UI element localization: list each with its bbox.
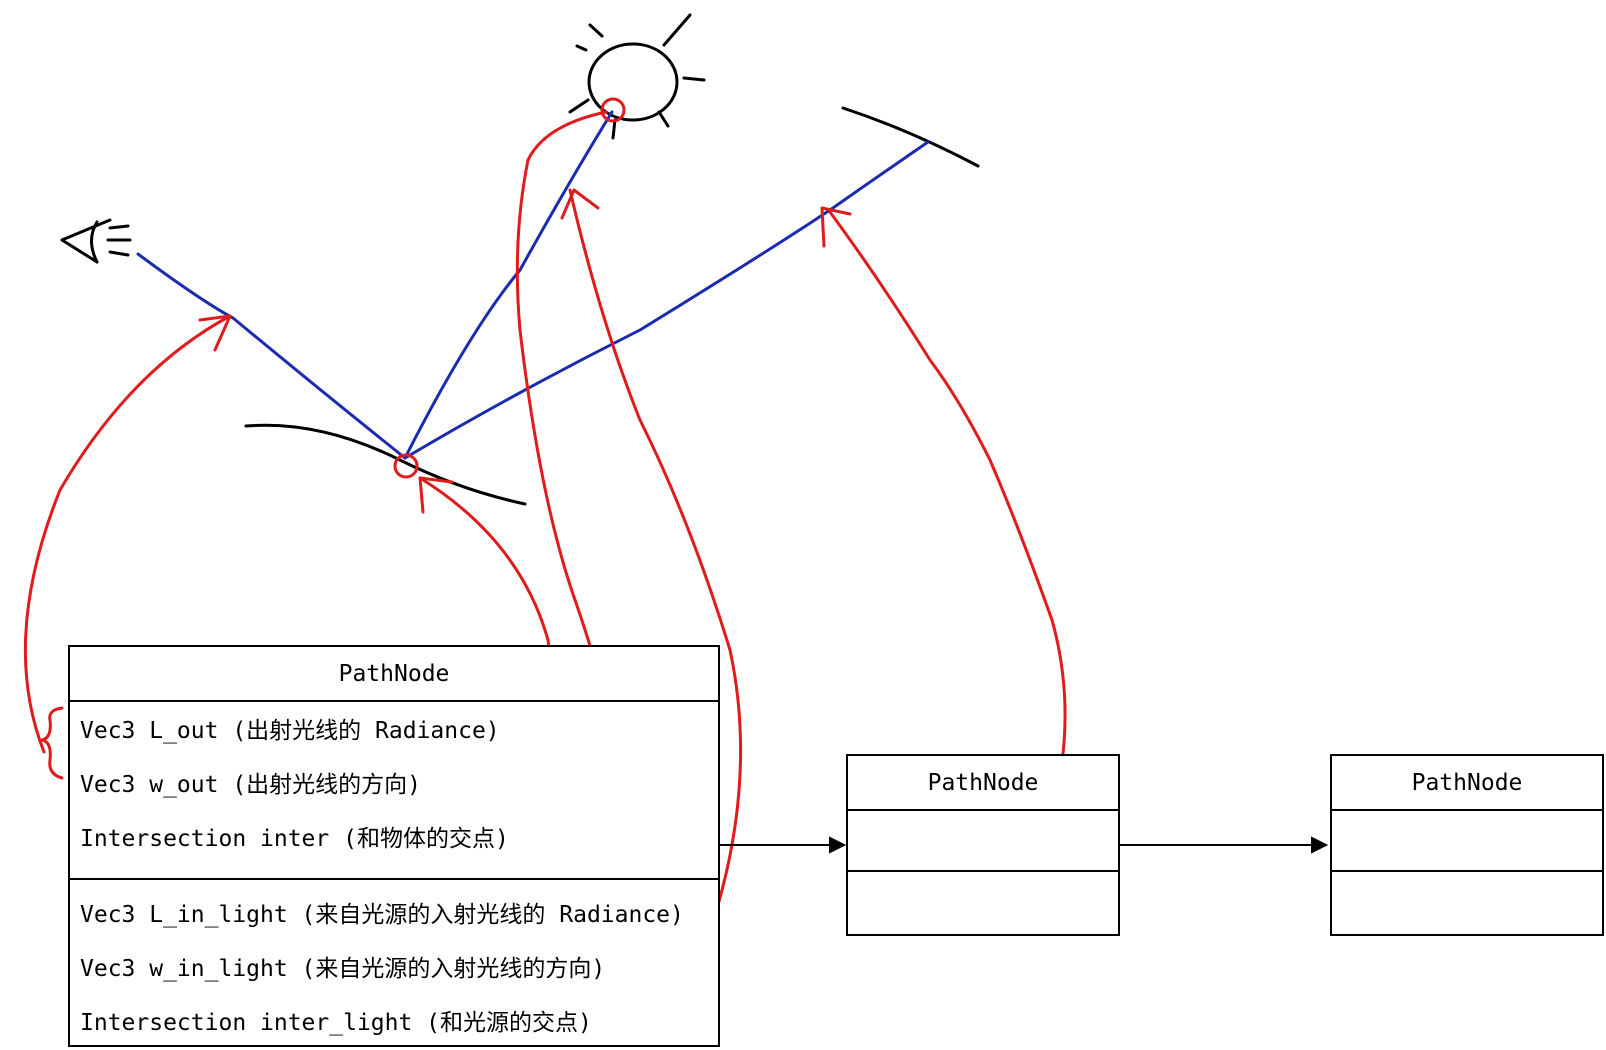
path-node-3: PathNode — [1330, 754, 1604, 936]
ray-to-sun — [403, 110, 614, 460]
brace-l-out — [40, 706, 64, 780]
light-fields: Vec3 L_in_light (来自光源的入射光线的 Radiance) Ve… — [70, 878, 718, 1050]
path-node-2-section-1 — [848, 811, 1118, 872]
node-links — [720, 836, 1329, 854]
eye-icon — [60, 218, 132, 264]
surface-right — [841, 106, 980, 168]
path-node-2-title: PathNode — [848, 756, 1118, 811]
path-node-main: PathNode Vec3 L_out (出射光线的 Radiance) Vec… — [68, 645, 720, 1047]
path-node-2: PathNode — [846, 754, 1120, 936]
path-node-main-title: PathNode — [70, 647, 718, 702]
sun-icon — [568, 13, 706, 140]
light-rays — [136, 110, 930, 460]
field-l-out: Vec3 L_out (出射光线的 Radiance) — [80, 718, 500, 744]
intersection-marker — [393, 453, 419, 479]
arrow-l-out — [23, 314, 232, 754]
light-intersection-marker — [600, 97, 626, 123]
ray-to-surface — [403, 140, 930, 460]
arrow-l-in-light — [568, 188, 743, 927]
path-node-3-section-1 — [1332, 811, 1602, 872]
field-w-in-light: Vec3 w_in_light (来自光源的入射光线的方向) — [80, 956, 606, 982]
primary-fields: Vec3 L_out (出射光线的 Radiance) Vec3 w_out (… — [70, 702, 718, 866]
field-inter-light: Intersection inter_light (和光源的交点) — [80, 1010, 592, 1036]
path-node-3-title: PathNode — [1332, 756, 1602, 811]
field-w-out: Vec3 w_out (出射光线的方向) — [80, 772, 422, 798]
field-inter: Intersection inter (和物体的交点) — [80, 826, 509, 852]
surface-main — [244, 423, 527, 506]
ray-to-eye — [136, 252, 407, 460]
path-node-3-section-2 — [1332, 872, 1602, 932]
path-node-2-section-2 — [848, 872, 1118, 932]
arrow-next-node — [828, 210, 1067, 830]
field-l-in-light: Vec3 L_in_light (来自光源的入射光线的 Radiance) — [80, 902, 684, 928]
